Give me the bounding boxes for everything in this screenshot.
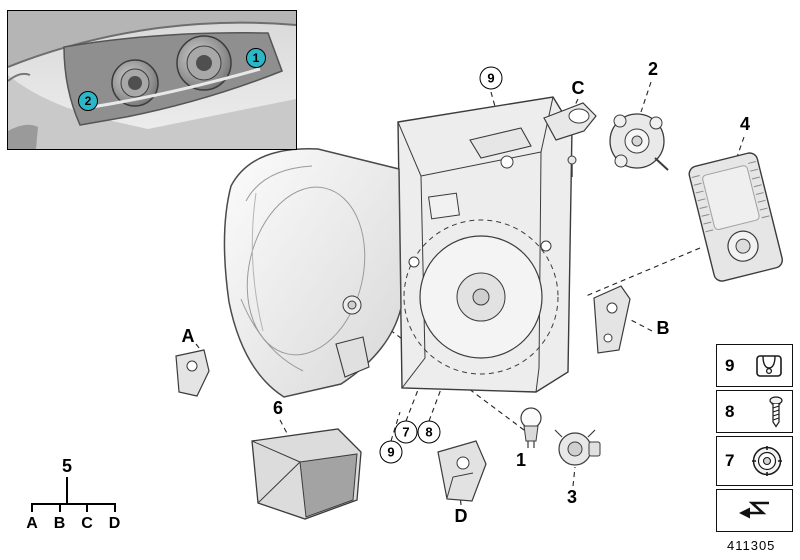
callout-3[interactable]: 3 [566, 487, 578, 507]
fastener-reference-panel: 9 8 7 [716, 344, 793, 532]
cover-part-6 [251, 428, 362, 520]
callout-a[interactable]: A [181, 326, 195, 346]
callout-1[interactable]: 1 [515, 450, 527, 470]
bracket-part-b [593, 285, 631, 354]
bracket-part-a [175, 349, 210, 397]
callout-2[interactable]: 2 [78, 91, 98, 111]
legend-letter-c[interactable]: C [81, 515, 93, 532]
bulb-part-1 [520, 407, 542, 448]
legend-letter-d[interactable]: D [108, 515, 121, 532]
fastener-label-8: 8 [725, 401, 735, 421]
legend-tick-line [31, 504, 33, 512]
callout-5[interactable]: 5 [61, 456, 73, 476]
fastener-item-8: 8 [716, 390, 793, 433]
callout-d[interactable]: D [454, 506, 468, 526]
fastener-item-7: 7 [716, 436, 793, 486]
bulb-socket-part-3 [554, 429, 601, 466]
callout-7[interactable]: 7 [394, 420, 418, 444]
legend-letter-a[interactable]: A [26, 515, 38, 532]
fastener-label-9: 9 [725, 355, 735, 375]
headlight-lens [223, 148, 402, 398]
speed-nut-icon [756, 354, 782, 377]
legend-tick-line [113, 504, 116, 512]
direction-arrow-icon [738, 501, 769, 518]
legend-stem-line [66, 477, 68, 503]
doc-number: 411305 [727, 538, 776, 553]
callout-b[interactable]: B [656, 318, 670, 338]
screw-part [567, 155, 577, 177]
fastener-item-direction [716, 489, 793, 532]
screw-icon [769, 395, 783, 428]
bracket-part-d [437, 440, 487, 502]
fastener-label-7: 7 [725, 451, 735, 470]
callout-c[interactable]: C [571, 78, 585, 98]
callout-1[interactable]: 1 [246, 48, 266, 68]
headlight-housing [397, 96, 573, 393]
callout-9[interactable]: 9 [379, 440, 403, 464]
callout-4[interactable]: 4 [739, 114, 751, 134]
legend-tick-line [86, 504, 88, 512]
legend-letter-b[interactable]: B [53, 515, 66, 532]
legend-branch-line [31, 503, 116, 505]
legend-tick-line [58, 504, 61, 512]
inner-bracket [335, 295, 370, 378]
callout-9[interactable]: 9 [479, 66, 503, 90]
adjuster-part-2 [609, 113, 669, 171]
car-front-photo [8, 11, 296, 149]
grommet-icon [752, 446, 782, 476]
bracket-part-c [543, 102, 597, 141]
callout-6[interactable]: 6 [272, 398, 284, 418]
control-module-part-4 [688, 152, 783, 282]
fastener-item-9: 9 [716, 344, 793, 387]
callout-8[interactable]: 8 [417, 420, 441, 444]
callout-2[interactable]: 2 [647, 59, 659, 79]
